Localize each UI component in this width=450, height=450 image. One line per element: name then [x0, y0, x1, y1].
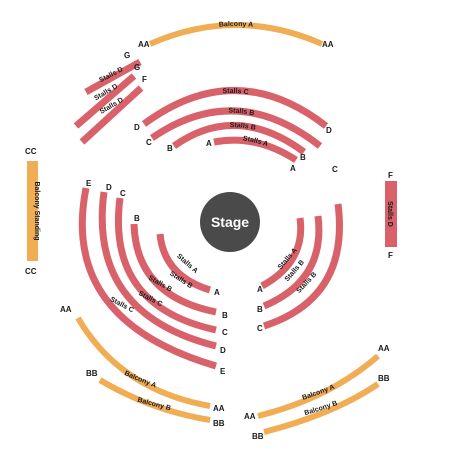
section-stalls-c-right[interactable] [262, 203, 343, 330]
section-stalls-a-right[interactable] [260, 217, 305, 290]
label-stalls-c-top: Stalls C [222, 88, 249, 96]
row-aa-top-right: AA [322, 40, 334, 49]
row-aa-bl-left: AA [60, 305, 72, 314]
row-b-top-left: B [167, 144, 173, 153]
section-stalls-e-left[interactable] [78, 187, 217, 370]
section-stalls-a-left[interactable] [156, 233, 212, 294]
row-f-right-bottom: F [388, 251, 393, 260]
row-a-top-left: A [206, 139, 212, 148]
section-balcony-standing[interactable] [27, 161, 38, 261]
section-stalls-d-left[interactable] [98, 191, 217, 350]
row-d-left-end: D [220, 346, 226, 355]
row-e-left-end: E [220, 367, 226, 376]
row-aa-br-left: AA [244, 412, 256, 421]
row-cc-bottom: CC [25, 267, 37, 276]
row-b-left-end: B [222, 311, 228, 320]
section-balcony-b-bottom-right[interactable] [263, 381, 380, 435]
section-balcony-a-bottom-right[interactable] [257, 353, 380, 419]
label-balcony-a-top: Balcony A [219, 21, 254, 29]
row-bb-bl-right: BB [213, 419, 225, 428]
label-balcony-standing: Balcony Standing [33, 181, 40, 240]
row-aa-br-right: AA [378, 344, 390, 353]
row-c-top-right: C [332, 165, 338, 174]
row-b-right-end: B [257, 305, 263, 314]
row-cc-top: CC [25, 147, 37, 156]
row-a-right-end: A [257, 285, 263, 294]
stage [200, 192, 260, 252]
row-c-right-end: C [257, 324, 263, 333]
section-stalls-b-top-inner[interactable] [171, 121, 307, 155]
section-stalls-d-upper-3[interactable] [79, 85, 144, 145]
row-a-left-end: A [214, 288, 220, 297]
section-balcony-b-bottom-left[interactable] [98, 377, 211, 423]
row-bb-bl-left: BB [86, 369, 98, 378]
row-bb-br-right: BB [378, 374, 390, 383]
section-stalls-b-top[interactable] [150, 107, 323, 149]
row-d-top-right: D [326, 126, 332, 135]
label-stalls-b-top-inner: Stalls B [230, 122, 257, 132]
section-stalls-c-top[interactable] [141, 87, 329, 129]
label-stalls-a-top: Stalls A [242, 135, 269, 148]
section-stalls-d-right[interactable] [385, 181, 397, 247]
row-d-left-top: D [106, 183, 112, 192]
row-g-1: G [124, 51, 130, 60]
row-e-left-top: E [86, 179, 92, 188]
row-g-2: G [134, 63, 140, 72]
section-stalls-b-left[interactable] [130, 223, 217, 316]
section-balcony-a-bottom-left[interactable] [75, 316, 211, 409]
section-stalls-c-left[interactable] [114, 197, 217, 334]
label-stalls-b-top: Stalls B [228, 108, 255, 118]
row-aa-top-left: AA [138, 40, 150, 49]
row-b-left-top: B [134, 214, 140, 223]
label-balcony-b-bottom-left: Balcony B [137, 397, 172, 413]
row-bb-br-left: BB [252, 432, 264, 441]
section-stalls-d-upper-2[interactable] [73, 73, 137, 129]
stage-label: Stage [211, 214, 249, 230]
row-f-upper: F [142, 75, 147, 84]
label-balcony-a-bottom-right: Balcony A [301, 384, 335, 402]
row-c-left-top: C [120, 189, 126, 198]
row-f-right-top: F [388, 171, 393, 180]
label-stalls-d-right: Stalls D [386, 201, 393, 227]
section-stalls-b-right[interactable] [262, 215, 323, 310]
row-a-top-right: A [290, 164, 296, 173]
row-d-top-left: D [134, 123, 140, 132]
section-stalls-a-top[interactable] [213, 136, 298, 163]
section-stalls-d-upper-1[interactable] [84, 58, 142, 96]
section-balcony-a-top[interactable] [148, 22, 324, 47]
row-c-left-end: C [222, 328, 228, 337]
row-c-top-left: C [146, 138, 152, 147]
row-b-top-right: B [300, 153, 306, 162]
row-aa-bl-right: AA [213, 404, 225, 413]
label-balcony-a-bottom-left: Balcony A [123, 370, 157, 389]
